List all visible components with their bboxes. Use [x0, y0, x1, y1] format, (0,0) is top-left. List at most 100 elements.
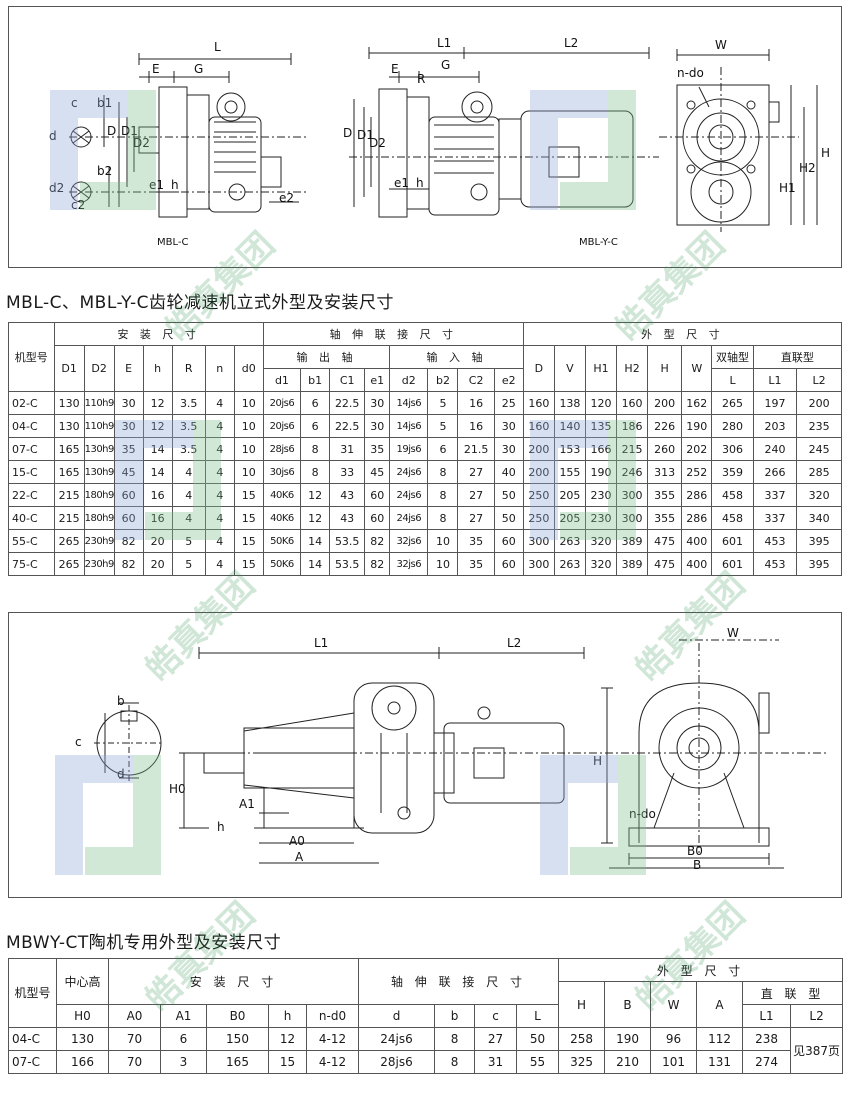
t1-direct-header: 直联型	[752, 345, 843, 369]
svg-text:R: R	[417, 72, 425, 86]
t1-cell: 8	[300, 437, 331, 461]
t1-cell: 250	[522, 483, 555, 507]
t1-cell: 280	[711, 414, 754, 438]
t2-install-header: 安 装 尺 寸	[107, 958, 360, 1005]
t1-cell: 3.5	[171, 437, 206, 461]
t1-cell: 21.5	[457, 437, 495, 461]
t2-cell: 96	[650, 1027, 698, 1051]
t2-col-header: L2	[790, 1004, 844, 1028]
t1-cell: 50K6	[262, 529, 302, 553]
t2-col-header: c	[474, 1004, 518, 1028]
t1-col-header: d1	[262, 368, 302, 392]
t1-cell: 35	[113, 437, 144, 461]
t1-cell: 300	[522, 529, 555, 553]
top-drawing-panel: L E G c b1 d D D1 D2 b2 d2 c2 e1 h e2 L1…	[8, 6, 842, 268]
t1-cell: 10	[427, 529, 459, 553]
t1-cell: 50K6	[262, 552, 302, 576]
svg-text:MBL-C: MBL-C	[157, 237, 188, 248]
t1-cell: 165	[53, 460, 85, 484]
t1-cell: 14	[142, 460, 173, 484]
t1-cell: 24js6	[389, 483, 429, 507]
t1-cell: 53.5	[329, 529, 366, 553]
t1-cell: 130	[53, 391, 85, 415]
svg-text:L2: L2	[507, 636, 521, 650]
t1-cell: 215	[616, 437, 649, 461]
t1-cell: 32js6	[389, 552, 429, 576]
t2-cell: 165	[206, 1050, 269, 1074]
t1-cell: 8	[300, 460, 331, 484]
t1-cell: 4	[204, 437, 235, 461]
t1-model-cell: 02-C	[8, 391, 55, 415]
svg-text:b: b	[117, 694, 125, 708]
t1-cell: 389	[616, 552, 649, 576]
t1-cell: 4	[171, 506, 206, 530]
t1-cell: 265	[53, 552, 85, 576]
t1-cell: 300	[522, 552, 555, 576]
t1-cell: 32js6	[389, 529, 429, 553]
t1-cell: 82	[113, 529, 144, 553]
t1-cell: 12	[142, 414, 173, 438]
t1-cell: 389	[616, 529, 649, 553]
t1-cell: 160	[522, 391, 555, 415]
t1-cell: 180h9	[83, 483, 115, 507]
t2-cell: 70	[108, 1050, 161, 1074]
t1-cell: 300	[616, 506, 649, 530]
svg-text:D: D	[343, 126, 352, 140]
t1-cell: 4	[204, 529, 235, 553]
t1-cell: 10	[427, 552, 459, 576]
t2-col-header: A	[696, 981, 744, 1028]
t2-col-header: L1	[742, 1004, 792, 1028]
t1-cell: 30	[364, 391, 391, 415]
top-drawing-svg: L E G c b1 d D D1 D2 b2 d2 c2 e1 h e2 L1…	[49, 36, 830, 248]
svg-text:A1: A1	[239, 797, 255, 811]
t1-cell: 400	[681, 552, 713, 576]
t2-cell: 27	[474, 1027, 518, 1051]
svg-text:E: E	[391, 62, 399, 76]
t1-cell: 8	[427, 506, 459, 530]
t2-col-header: W	[650, 981, 698, 1028]
t1-cell: 110h9	[83, 391, 115, 415]
t1-cell: 30	[113, 391, 144, 415]
t1-cell: 15	[233, 483, 264, 507]
t1-cell: 153	[553, 437, 586, 461]
t1-cell: 60	[113, 483, 144, 507]
svg-text:G: G	[194, 62, 203, 76]
t2-col-header: d	[358, 1004, 436, 1028]
svg-text:e2: e2	[279, 191, 294, 205]
t1-cell: 40K6	[262, 506, 302, 530]
t1-cell: 130h9	[83, 460, 115, 484]
t1-cell: 60	[113, 506, 144, 530]
t2-cell: 130	[56, 1027, 109, 1051]
t2-cell: 07-C	[8, 1050, 57, 1074]
t1-cell: 601	[711, 529, 754, 553]
t1-col-header: d0	[233, 345, 264, 392]
t1-col-header: R	[171, 345, 206, 392]
table-row: 04-C 130 70 6 150 12 4-12 24js6 8 27 50 …	[8, 1027, 844, 1074]
t1-cell: 300	[616, 483, 649, 507]
t1-cell: 4	[204, 506, 235, 530]
t2-cell: 15	[268, 1050, 307, 1074]
svg-text:H0: H0	[169, 782, 186, 796]
t2-cell: 112	[696, 1027, 744, 1051]
side-motor	[443, 722, 565, 804]
t2-cell: 166	[56, 1050, 109, 1074]
t1-cell: 395	[796, 529, 842, 553]
gear-housing	[353, 682, 435, 834]
svg-text:B0: B0	[687, 844, 703, 858]
svg-text:D1: D1	[357, 128, 374, 142]
t1-col-header: H1	[584, 345, 618, 392]
t1-col-header: b1	[300, 368, 331, 392]
t1-col-header: b2	[427, 368, 459, 392]
t1-cell: 5	[427, 391, 459, 415]
t2-col-header: L	[516, 1004, 560, 1028]
output-shaft	[203, 752, 245, 774]
t1-model-cell: 75-C	[8, 552, 55, 576]
t1-cell: 226	[647, 414, 683, 438]
t1-cell: 22.5	[329, 391, 366, 415]
t1-cell: 215	[53, 483, 85, 507]
svg-text:b1: b1	[97, 96, 112, 110]
t1-cell: 10	[233, 460, 264, 484]
t1-cell: 35	[364, 437, 391, 461]
